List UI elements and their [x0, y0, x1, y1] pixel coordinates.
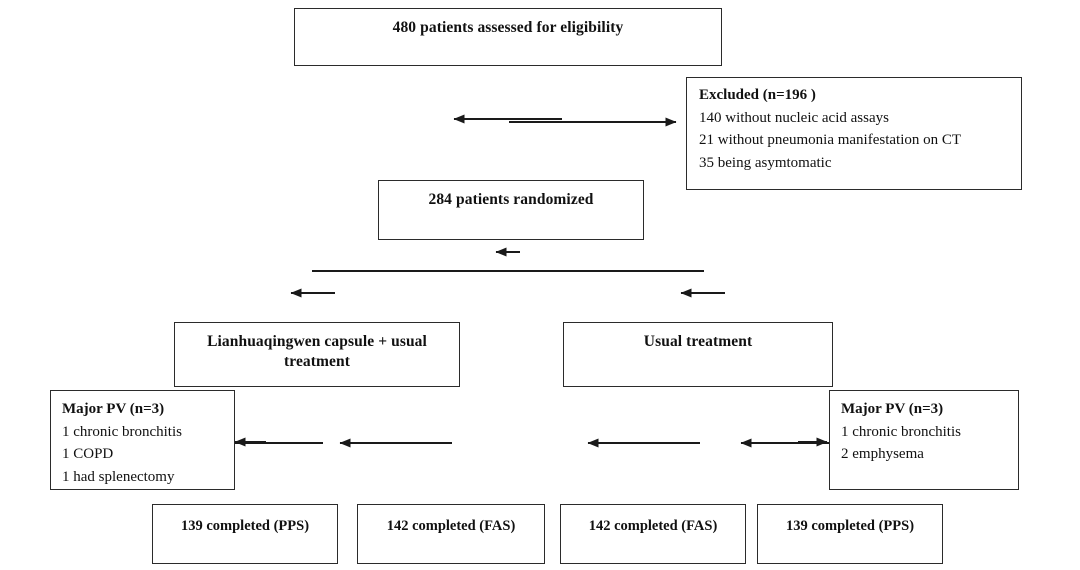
node-arm-treatment: Lianhuaqingwen capsule + usual treatment [174, 322, 460, 387]
assessed-label: 480 patients assessed for eligibility [392, 19, 624, 36]
arm-treatment-line-1: Lianhuaqingwen capsule + usual [207, 333, 427, 350]
outcome-left-fas-label: 142 completed (FAS) [386, 518, 516, 534]
excluded-item-2: 21 without pneumonia manifestation on CT [699, 132, 962, 148]
randomized-label: 284 patients randomized [428, 191, 594, 208]
arm-control-label: Usual treatment [643, 333, 753, 350]
node-arm-control: Usual treatment [563, 322, 833, 387]
node-outcome-left-fas: 142 completed (FAS) [357, 504, 545, 564]
pv-left-item-1: 1 chronic bronchitis [62, 423, 182, 440]
node-major-pv-left: Major PV (n=3) 1 chronic bronchitis 1 CO… [50, 390, 235, 490]
pv-left-item-2: 1 COPD [62, 446, 114, 462]
pv-right-item-2: 2 emphysema [841, 446, 924, 462]
node-outcome-right-pps: 139 completed (PPS) [757, 504, 943, 564]
excluded-item-1: 140 without nucleic acid assays [699, 109, 889, 126]
outcome-right-fas-label: 142 completed (FAS) [588, 518, 718, 534]
pv-right-heading: Major PV (n=3) [841, 401, 944, 417]
excluded-heading: Excluded (n=196 ) [699, 87, 816, 103]
node-outcome-right-fas: 142 completed (FAS) [560, 504, 746, 564]
pv-left-item-3: 1 had splenectomy [62, 468, 175, 485]
node-assessed-for-eligibility: 480 patients assessed for eligibility [294, 8, 722, 66]
arm-treatment-label: Lianhuaqingwen capsule + usual treatment [175, 323, 459, 373]
pv-right-item-1: 1 chronic bronchitis [841, 423, 961, 440]
node-randomized: 284 patients randomized [378, 180, 644, 240]
excluded-item-3: 35 being asymtomatic [699, 154, 832, 171]
node-major-pv-right: Major PV (n=3) 1 chronic bronchitis 2 em… [829, 390, 1019, 490]
node-excluded: Excluded (n=196 ) 140 without nucleic ac… [686, 77, 1022, 190]
outcome-right-pps-label: 139 completed (PPS) [785, 518, 915, 534]
pv-left-heading: Major PV (n=3) [62, 401, 165, 417]
outcome-left-pps-label: 139 completed (PPS) [180, 518, 310, 534]
node-outcome-left-pps: 139 completed (PPS) [152, 504, 338, 564]
arm-treatment-line-2: treatment [283, 353, 351, 371]
